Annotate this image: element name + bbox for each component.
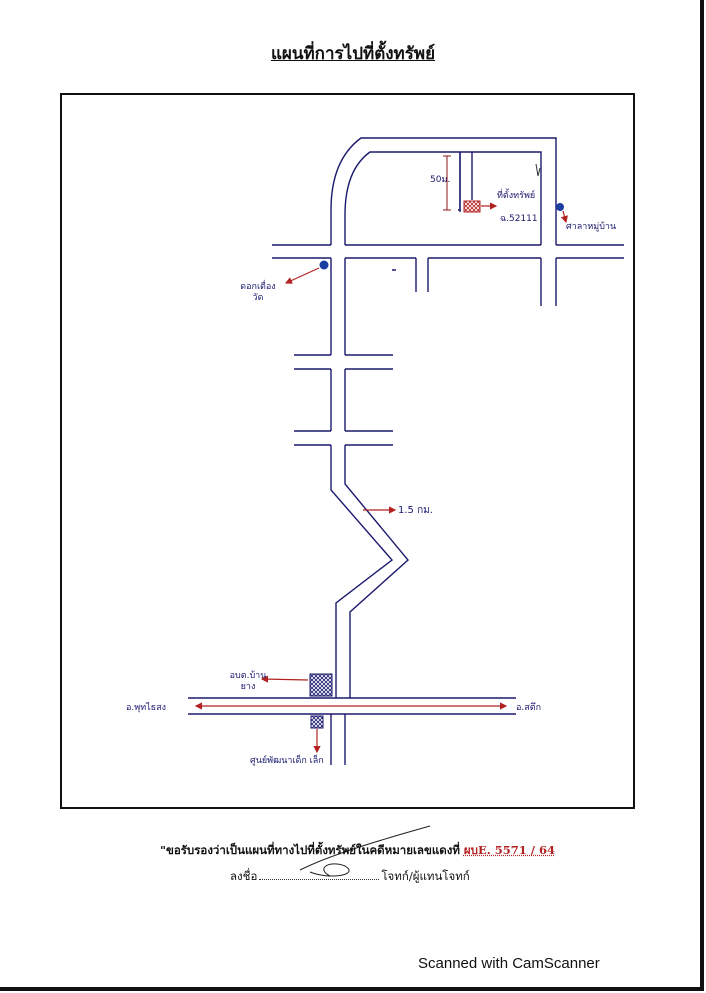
property-marker — [463, 200, 481, 213]
road-network — [188, 137, 624, 765]
village-hall-arrow — [560, 210, 568, 224]
temple-marker — [319, 260, 329, 270]
label-distance-15km: 1.5 กม. — [398, 505, 433, 516]
label-distance-50m: 50ม. — [430, 175, 451, 185]
pin-icon — [535, 163, 541, 177]
label-right-road: อ.สตึก — [516, 703, 542, 713]
village-hall-marker — [556, 203, 564, 211]
map-frame — [60, 93, 635, 809]
signature-dots — [259, 879, 380, 880]
label-sao-office: อบต.บ้าน ยาง — [229, 671, 267, 692]
scanner-watermark: Scanned with CamScanner — [418, 955, 600, 972]
sign-suffix: โจทก์/ผู้แทนโจทก์ — [381, 869, 470, 883]
signature-line: ลงชื่อ โจทก์/ผู้แทนโจทก์ — [230, 868, 470, 886]
sao-office-marker — [309, 673, 333, 697]
temple-arrow — [284, 267, 320, 284]
label-child-center: ศูนย์พัฒนาเด็ก เล็ก — [250, 756, 324, 766]
page-title: แผนที่การไปที่ตั้งทรัพย์ — [270, 44, 436, 64]
certification-text: "ขอรับรองว่าเป็นแผนที่ทางไปที่ตั้งทรัพย์… — [160, 843, 460, 857]
label-left-road: อ.พุทไธสง — [126, 703, 167, 713]
child-center-marker — [310, 715, 324, 729]
distance-50m-marker — [443, 155, 451, 211]
signature — [299, 825, 431, 877]
label-temple: ดอกเตื่อง วัด — [240, 282, 276, 303]
label-village-hall: ศาลาหมู่บ้าน — [566, 222, 617, 232]
case-number: ผบE. 5571 / 64 — [463, 843, 555, 857]
certification-line: "ขอรับรองว่าเป็นแผนที่ทางไปที่ตั้งทรัพย์… — [160, 842, 555, 860]
sao-office-arrow — [260, 675, 309, 683]
sign-prefix: ลงชื่อ — [230, 869, 258, 883]
label-property-deed: ฉ.52111 — [500, 214, 538, 224]
label-property: ที่ตั้งทรัพย์ — [497, 191, 536, 201]
